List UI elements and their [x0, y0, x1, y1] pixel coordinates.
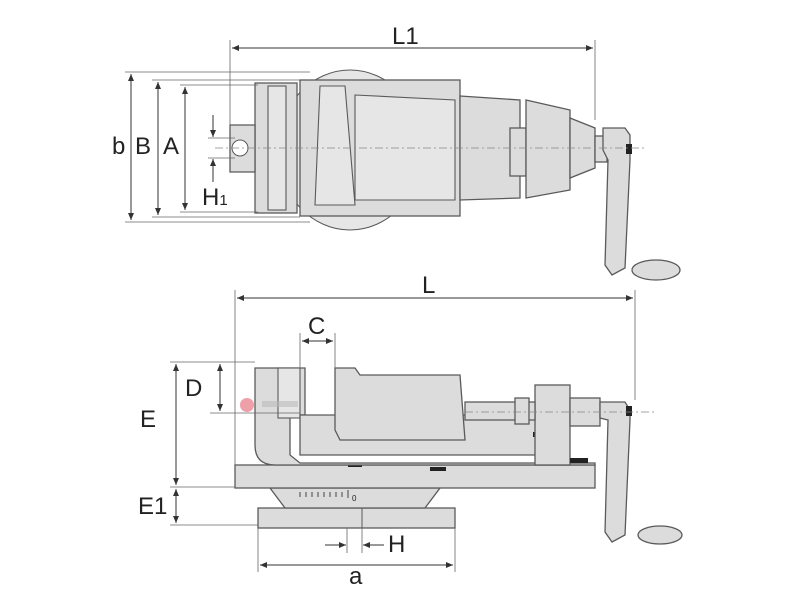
crank-handle-side [599, 401, 631, 543]
end-bracket [534, 384, 571, 466]
label-L1: L1 [392, 23, 419, 50]
top-view: L1 b B A H1 [112, 23, 681, 281]
moving-jaw [334, 367, 466, 441]
label-E: E [140, 406, 156, 433]
side-view: 0 L C D [138, 272, 683, 590]
label-E1: E1 [138, 493, 167, 520]
label-D: D [185, 375, 202, 402]
angle-scale: 0 [299, 490, 357, 503]
vise-base [234, 464, 596, 489]
label-b: b [112, 133, 125, 160]
label-H1: H1 [202, 184, 228, 211]
crank-knob [631, 259, 681, 281]
crank-handle [602, 127, 631, 276]
label-C: C [308, 313, 325, 340]
scale-zero: 0 [352, 494, 357, 503]
watermark-logo [240, 398, 298, 412]
label-A: A [163, 133, 179, 160]
bottom-plate [257, 507, 456, 529]
label-L: L [422, 272, 435, 299]
label-a: a [349, 563, 363, 590]
label-B: B [135, 133, 151, 160]
crank-knob-side [637, 525, 683, 545]
label-H: H [388, 531, 405, 558]
slotted-nut [509, 127, 527, 177]
